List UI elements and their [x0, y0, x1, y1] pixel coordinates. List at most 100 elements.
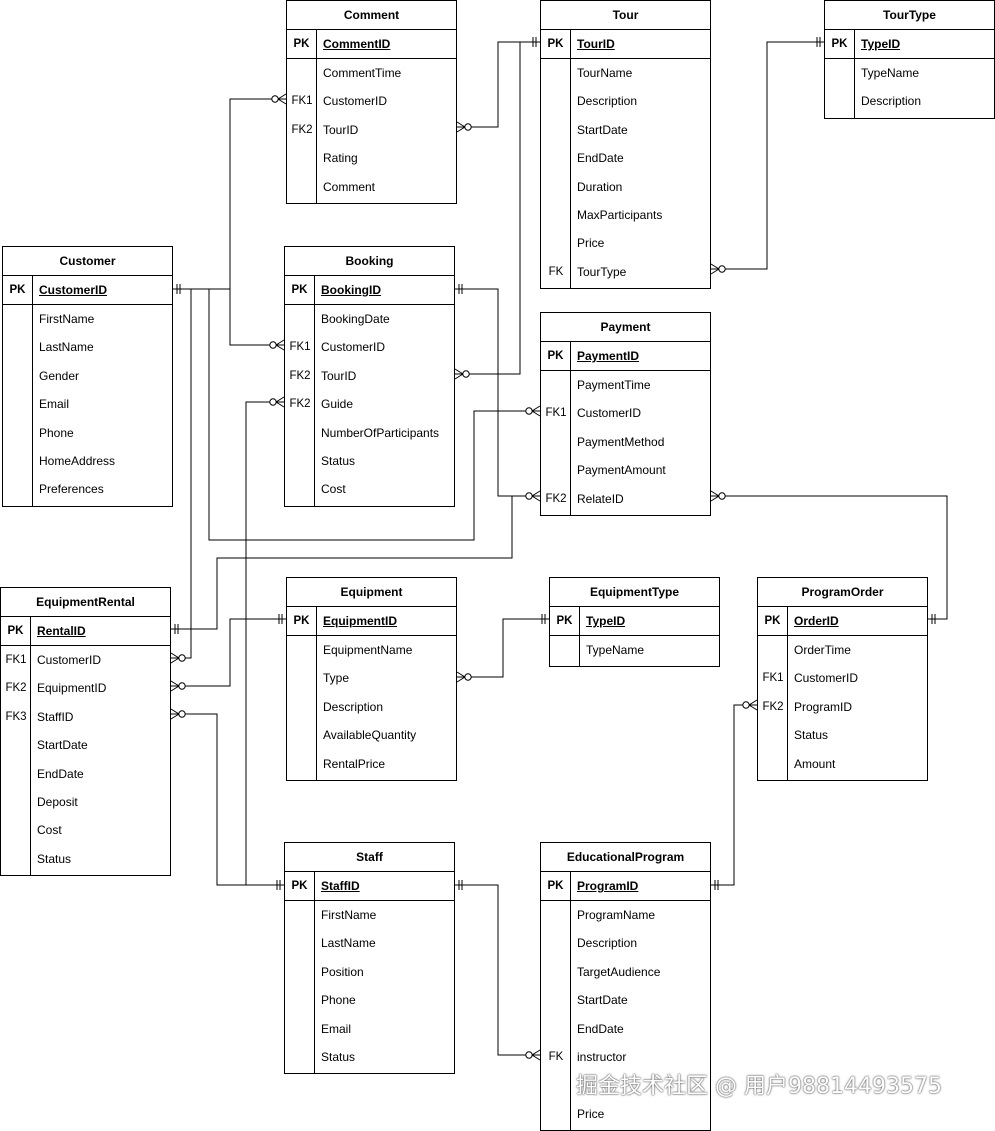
key-column-divider [3, 305, 33, 506]
attribute-name: ProgramID [794, 699, 853, 714]
link-tour-tourtype [711, 41, 824, 270]
key-column-divider [541, 371, 571, 515]
attribute-row: EndDate [541, 1015, 710, 1043]
attribute-row: TypeName [550, 636, 719, 664]
optional-circle [718, 265, 726, 273]
notation-stroke [531, 410, 541, 417]
attribute-name: PaymentTime [577, 378, 651, 392]
pk-label: PK [541, 342, 571, 370]
attribute-name: TourType [577, 264, 627, 279]
attribute-name: PaymentMethod [577, 434, 665, 449]
attribute-row: Status [285, 1043, 454, 1071]
attribute-name: Cost [37, 823, 62, 838]
link-customer-booking [229, 289, 284, 346]
attribute-key: FK [548, 1050, 564, 1063]
attribute-row: LastName [3, 333, 172, 361]
notation-stroke [454, 373, 464, 380]
notation-stroke [531, 1054, 541, 1061]
pk-field-name: TypeID [861, 37, 901, 51]
link-customer-payment [208, 289, 540, 541]
optional-circle [525, 1051, 533, 1059]
attribute-name: TourName [577, 66, 633, 80]
attribute-row: ProgramName [541, 901, 710, 929]
attribute-row: Description [825, 87, 994, 115]
notation-stroke [531, 490, 541, 497]
notation-stroke [277, 93, 287, 100]
optional-circle [462, 370, 470, 378]
link-customer-rental [171, 289, 192, 659]
key-column-divider [285, 901, 315, 1074]
optional-circle [464, 673, 472, 681]
attribute-row: Cost [285, 475, 454, 503]
attribute-name: Comment [323, 179, 376, 194]
key-column-divider [758, 636, 788, 780]
entity-title: EducationalProgram [541, 843, 710, 872]
notation-stroke [275, 339, 285, 346]
link-equipment-rental [171, 618, 286, 687]
attribute-name: Position [321, 964, 364, 979]
attribute-key: FK1 [762, 672, 784, 685]
entity-title: Booking [285, 247, 454, 276]
attribute-row: Preferences [3, 475, 172, 503]
attribute-name: Email [39, 397, 70, 412]
attribute-row: Price [541, 1100, 710, 1128]
pk-field-name: StaffID [321, 879, 360, 893]
attribute-row: Email [3, 390, 172, 418]
attribute-name: ProgramName [577, 908, 656, 922]
attribute-row: FirstName [285, 901, 454, 929]
optional-circle [178, 682, 186, 690]
attribute-row: EquipmentName [287, 636, 456, 664]
optional-circle [269, 398, 277, 406]
attribute-key: FK2 [289, 398, 311, 411]
pk-field-name: BookingID [321, 283, 381, 297]
attribute-name: BookingDate [321, 312, 390, 326]
attribute-name: FirstName [39, 312, 95, 326]
notation-stroke [456, 121, 466, 128]
notation-stroke [170, 680, 180, 687]
attribute-name: Status [794, 728, 829, 743]
notation-stroke [275, 401, 285, 408]
notation-stroke [170, 657, 180, 664]
attribute-row: StartDate [541, 986, 710, 1014]
attribute-name: Email [321, 1021, 352, 1036]
link-payment-rental [171, 496, 513, 630]
attribute-name: Type [323, 671, 350, 686]
key-column-divider [541, 59, 571, 289]
attribute-name: CustomerID [323, 94, 388, 109]
attribute-name: instructor [577, 1049, 627, 1064]
attribute-name: AvailableQuantity [323, 728, 417, 743]
attribute-name: Rating [323, 151, 358, 166]
notation-stroke [710, 263, 720, 270]
link-equipment-type [457, 618, 549, 678]
attribute-row: CommentTime [287, 59, 456, 87]
key-column-divider [285, 305, 315, 506]
entity-title: EquipmentType [550, 578, 719, 607]
attribute-row: Duration [541, 173, 710, 201]
attribute-name: Gender [39, 368, 80, 383]
optional-circle [178, 710, 186, 718]
notation-stroke [710, 268, 720, 275]
entity-title: ProgramOrder [758, 578, 927, 607]
attribute-name: Status [321, 1049, 356, 1064]
attribute-name: Phone [39, 425, 74, 440]
